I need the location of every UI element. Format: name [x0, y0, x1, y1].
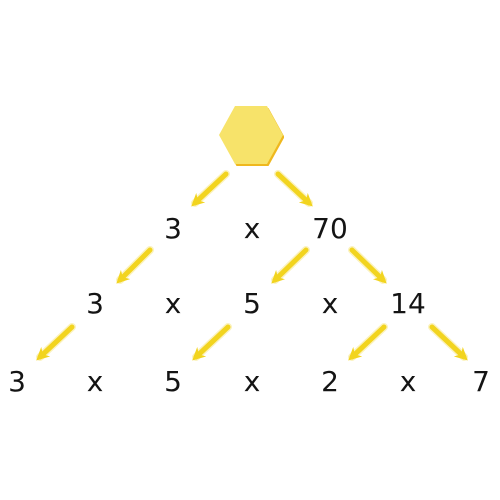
arrow-3b-left — [36, 323, 76, 361]
factor-2: 2 — [321, 365, 339, 398]
factor-5: 5 — [164, 365, 182, 398]
factor-3: 3 — [86, 287, 104, 320]
factor-3: 3 — [8, 365, 26, 398]
arrow-70-right — [348, 246, 387, 284]
factor-14: 14 — [390, 287, 426, 320]
arrow-root-right — [274, 170, 313, 207]
times-sign: x — [164, 287, 182, 320]
arrow-root-left — [191, 170, 230, 207]
times-sign: x — [86, 365, 104, 398]
arrow-14-right — [428, 323, 468, 361]
arrow-70-left — [271, 246, 310, 284]
arrow-5-left — [192, 323, 232, 361]
arrow-3-left — [116, 246, 154, 284]
arrow-14-left — [348, 323, 388, 361]
factor-3: 3 — [164, 212, 182, 245]
times-sign: x — [321, 287, 339, 320]
times-sign: x — [243, 212, 261, 245]
factor-5: 5 — [243, 287, 261, 320]
hexagon-icon — [219, 106, 284, 166]
factor-7: 7 — [472, 365, 490, 398]
factor-70: 70 — [312, 212, 348, 245]
times-sign: x — [399, 365, 417, 398]
times-sign: x — [243, 365, 261, 398]
